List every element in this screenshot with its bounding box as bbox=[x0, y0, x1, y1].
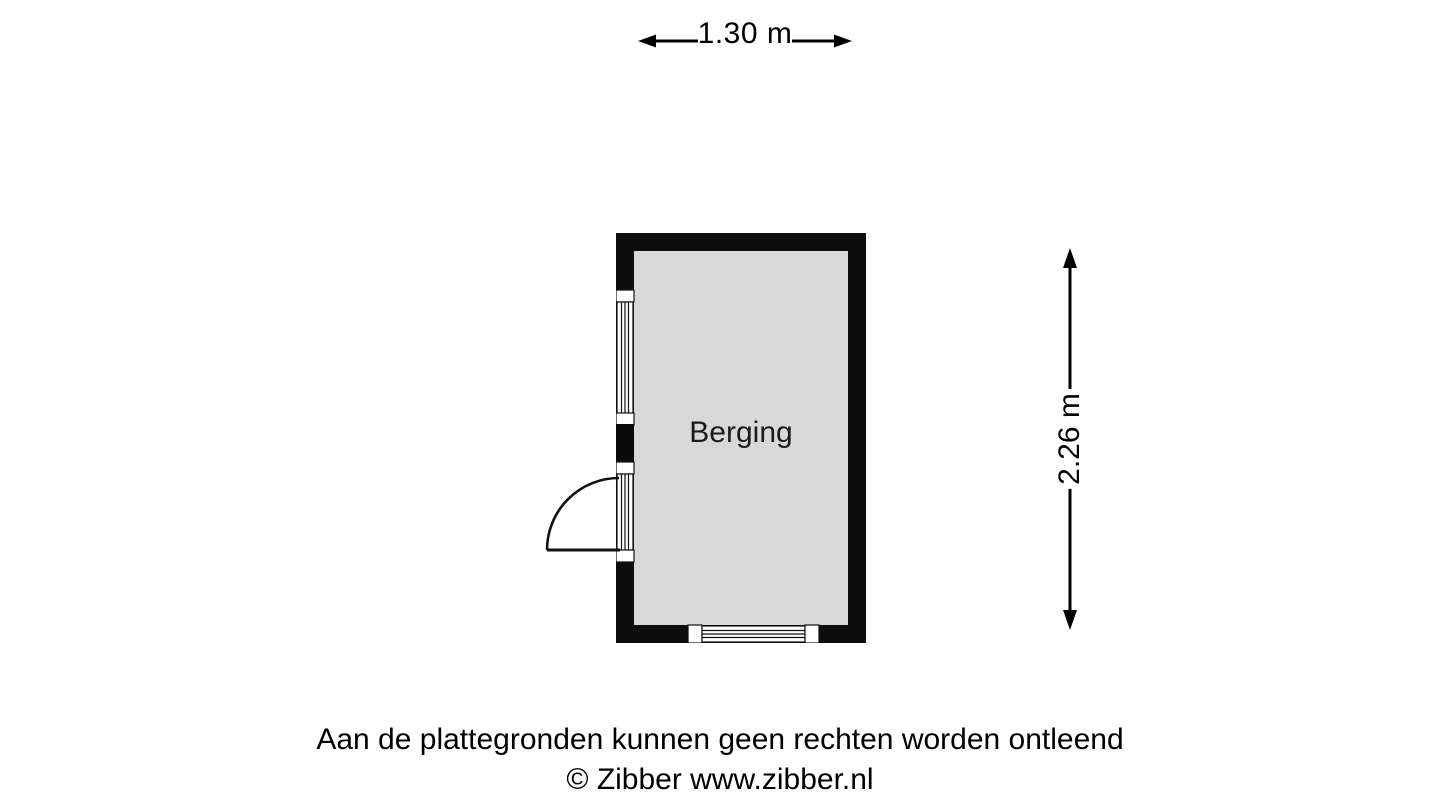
window-jamb bbox=[616, 549, 635, 563]
window-jamb bbox=[616, 412, 635, 426]
wall-pier bbox=[616, 424, 634, 462]
footer-copyright: © Zibber www.zibber.nl bbox=[566, 763, 874, 796]
door-arc bbox=[545, 476, 620, 551]
vertical-dimension-label: 2.26 m bbox=[1049, 389, 1091, 489]
window-jamb bbox=[687, 624, 703, 643]
horizontal-dimension-label: 1.30 m bbox=[697, 17, 793, 50]
room-floor bbox=[634, 251, 848, 625]
vertical-dimension: 2.26 m bbox=[1038, 248, 1102, 630]
arrow-down-icon bbox=[1063, 610, 1077, 630]
arrow-left-icon bbox=[638, 34, 698, 48]
window-jamb bbox=[616, 289, 635, 303]
footer-disclaimer: Aan de plattegronden kunnen geen rechten… bbox=[316, 723, 1124, 756]
arrow-right-icon bbox=[792, 34, 852, 48]
horizontal-dimension: 1.30 m bbox=[620, 12, 870, 58]
building-outline bbox=[616, 233, 866, 643]
footer: Aan de plattegronden kunnen geen rechten… bbox=[0, 720, 1440, 800]
door-swing-icon bbox=[545, 476, 620, 552]
window-jamb bbox=[804, 624, 820, 643]
arrow-up-icon bbox=[1063, 248, 1077, 268]
